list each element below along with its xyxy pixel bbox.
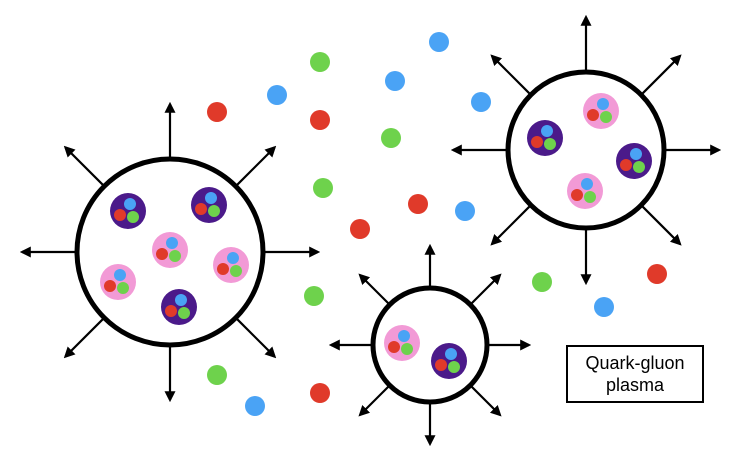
expansion-arrow <box>470 273 502 305</box>
hadron-pink <box>152 232 188 268</box>
hadron-pink <box>384 325 420 361</box>
bubble-boundary <box>505 69 667 231</box>
expansion-arrow <box>236 318 277 359</box>
quark-blue <box>124 198 136 210</box>
expansion-arrow <box>641 54 682 95</box>
expansion-arrow <box>63 318 104 359</box>
quark-green <box>600 111 612 123</box>
free-quark-red <box>310 383 330 403</box>
expanding-bubble <box>328 243 532 447</box>
free-quark-green <box>532 272 552 292</box>
quark-blue <box>597 98 609 110</box>
free-quark-red <box>207 102 227 122</box>
expansion-arrow <box>358 385 390 417</box>
quark-red <box>388 341 400 353</box>
quark-red <box>156 248 168 260</box>
hadron-pink <box>583 93 619 129</box>
quark-red <box>195 203 207 215</box>
quark-blue <box>114 269 126 281</box>
qgp-label-line1: Quark-gluon <box>585 353 685 373</box>
free-quark-red <box>350 219 370 239</box>
quark-red <box>571 189 583 201</box>
free-quark-blue <box>385 71 405 91</box>
hadron-dark <box>161 289 197 325</box>
quark-red <box>165 305 177 317</box>
free-quark-blue <box>429 32 449 52</box>
quark-red <box>587 109 599 121</box>
free-quark-red <box>310 110 330 130</box>
free-quark-blue <box>267 85 287 105</box>
expansion-arrow <box>470 385 502 417</box>
quark-red <box>217 263 229 275</box>
hadron-dark <box>431 343 467 379</box>
expansion-arrow <box>490 205 531 246</box>
quark-red <box>531 136 543 148</box>
free-quark-green <box>304 286 324 306</box>
hadron-pink <box>567 173 603 209</box>
quark-blue <box>445 348 457 360</box>
quark-blue <box>630 148 642 160</box>
free-quark-red <box>647 264 667 284</box>
expansion-arrow <box>358 273 390 305</box>
hadron-dark <box>110 193 146 229</box>
expansion-arrow <box>236 145 277 186</box>
hadron-dark <box>191 187 227 223</box>
qgp-label-box: Quark-gluon plasma <box>566 345 704 403</box>
quark-blue <box>398 330 410 342</box>
quark-blue <box>175 294 187 306</box>
free-quark-green <box>207 365 227 385</box>
hadron-dark <box>616 143 652 179</box>
quark-green <box>230 265 242 277</box>
expansion-arrow <box>641 205 682 246</box>
quark-green <box>178 307 190 319</box>
quark-green <box>117 282 129 294</box>
hadron-dark <box>527 120 563 156</box>
quark-blue <box>541 125 553 137</box>
quark-blue <box>227 252 239 264</box>
free-quark-green <box>381 128 401 148</box>
free-quark-green <box>310 52 330 72</box>
qgp-label-line2: plasma <box>605 375 665 395</box>
quark-green <box>208 205 220 217</box>
quark-green <box>448 361 460 373</box>
quark-blue <box>581 178 593 190</box>
free-quark-blue <box>455 201 475 221</box>
quark-red <box>114 209 126 221</box>
quark-red <box>620 159 632 171</box>
hadron-pink <box>213 247 249 283</box>
free-quark-red <box>408 194 428 214</box>
quark-blue <box>205 192 217 204</box>
free-quark-blue <box>594 297 614 317</box>
quark-green <box>633 161 645 173</box>
expanding-bubble <box>450 14 722 286</box>
quark-blue <box>166 237 178 249</box>
hadron-pink <box>100 264 136 300</box>
free-quark-blue <box>245 396 265 416</box>
quark-green <box>127 211 139 223</box>
quark-green <box>584 191 596 203</box>
expansion-arrow <box>63 145 104 186</box>
expansion-arrow <box>490 54 531 95</box>
quark-green <box>169 250 181 262</box>
free-quark-blue <box>471 92 491 112</box>
free-quark-green <box>313 178 333 198</box>
quark-green <box>544 138 556 150</box>
quark-red <box>435 359 447 371</box>
quark-red <box>104 280 116 292</box>
quark-green <box>401 343 413 355</box>
